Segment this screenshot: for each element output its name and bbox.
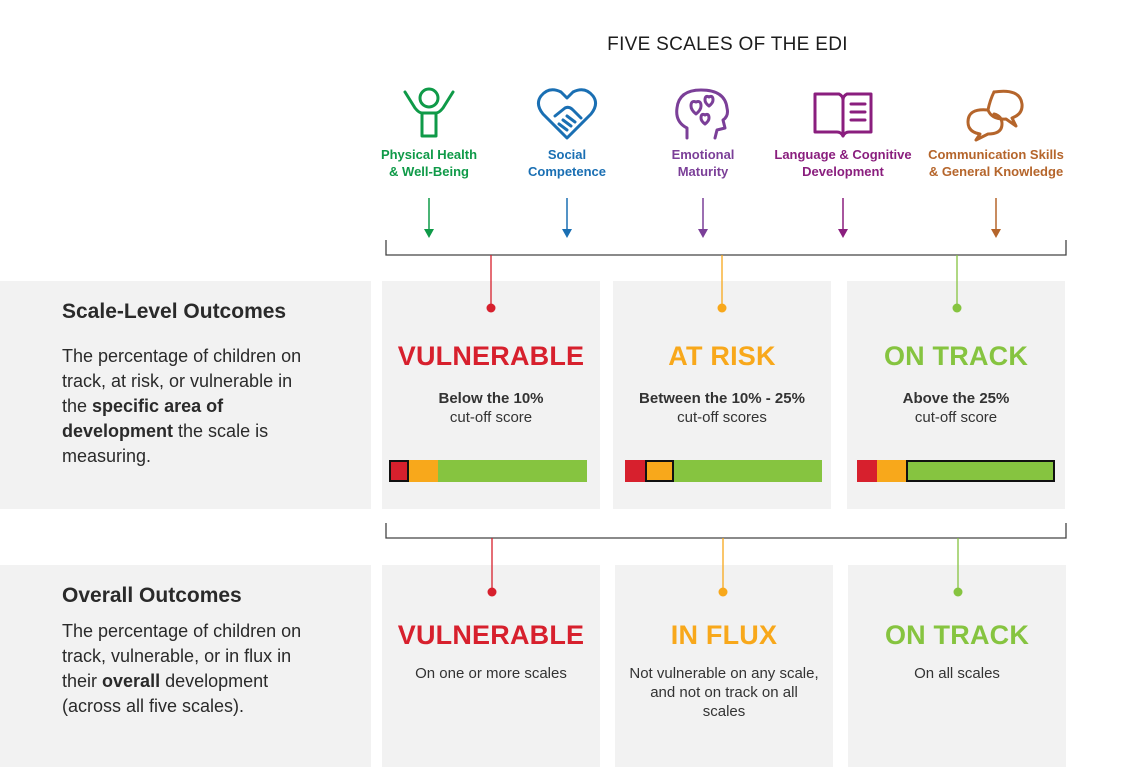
scale-name-line2: Competence (527, 164, 607, 179)
bracket-middle (385, 523, 1067, 539)
arrow-down-icon (698, 198, 708, 238)
card-subtitle-bold: Above the 25% (902, 390, 1010, 407)
card-subtitle: On one or more scales (415, 665, 567, 682)
scale-level-label-panel (0, 281, 371, 509)
bar-segment-orange (644, 460, 675, 482)
open-book-icon (813, 92, 873, 138)
bar-segment-red (857, 460, 877, 482)
card-title: AT RISK (668, 341, 776, 371)
desc-text: The percentage of children on track, at … (62, 346, 302, 416)
card-subtitle: Between the 10% - 25% cut-off scores (613, 389, 831, 427)
bar-segment-red (625, 460, 645, 482)
scale-name-line1: Social (547, 147, 587, 162)
bar-segment-orange (876, 460, 907, 482)
card-subtitle-text: cut-off score (449, 409, 533, 426)
scale-name-line1: Language & Cognitive (774, 147, 912, 162)
desc-text: development (across all five scales). (62, 671, 269, 716)
connector-dot (486, 303, 496, 313)
scale-language-cognitive: Language & Cognitive Development (753, 86, 933, 240)
card-in-flux (615, 565, 833, 767)
scale-name-line1: Communication Skills (928, 147, 1064, 162)
card-vulnerable-overall (382, 565, 600, 767)
card-subtitle: Below the 10% cut-off score (382, 389, 600, 427)
bar-segment-green (438, 460, 587, 482)
card-subtitle-bold: Between the 10% - 25% (639, 390, 805, 407)
desc-text: the scale is measuring. (62, 421, 269, 466)
card-title: VULNERABLE (397, 620, 585, 650)
overall-label-panel (0, 565, 371, 767)
cutoff-bar (857, 460, 1055, 482)
desc-emphasis: specific area of development (62, 396, 224, 441)
desc-text: The percentage of children on track, vul… (62, 621, 302, 691)
scale-name-line2: Maturity (677, 164, 729, 179)
scale-level-description: The percentage of children on track, at … (62, 344, 322, 469)
arrow-down-icon (991, 198, 1001, 238)
arrow-down-icon (838, 198, 848, 238)
scale-social-competence: Social Competence (477, 86, 657, 240)
card-subtitle: Not vulnerable on any scale, and not on … (629, 665, 819, 720)
scale-physical-health: Physical Health & Well-Being (339, 86, 519, 240)
bar-segment-orange (408, 460, 439, 482)
scale-name-line2: & Well-Being (389, 164, 469, 179)
scale-name-line1: Physical Health (380, 147, 478, 162)
connector-dot (718, 587, 728, 597)
scale-name-line1: Emotional (671, 147, 735, 162)
scale-name-line2: Development (802, 164, 884, 179)
scale-level-title: Scale-Level Outcomes (62, 300, 287, 323)
connector-dot (952, 303, 962, 313)
card-title: VULNERABLE (397, 341, 585, 371)
overall-title: Overall Outcomes (62, 584, 242, 607)
card-subtitle-bold: Below the 10% (438, 390, 544, 407)
head-hearts-icon (675, 88, 729, 140)
arrow-down-icon (424, 198, 434, 238)
card-title: IN FLUX (670, 620, 778, 650)
cutoff-bar (625, 460, 822, 482)
overall-description: The percentage of children on track, vul… (62, 619, 317, 719)
scale-name-line2: & General Knowledge (928, 164, 1064, 179)
connector-dot (487, 587, 497, 597)
card-subtitle-text: cut-off scores (677, 409, 767, 426)
bar-segment-green (906, 460, 1055, 482)
speech-bubbles-icon (966, 89, 1024, 142)
card-subtitle: On all scales (914, 665, 1000, 682)
heart-handshake-icon (536, 88, 598, 140)
card-subtitle: Above the 25% cut-off score (847, 389, 1065, 427)
card-title: ON TRACK (884, 620, 1030, 650)
bar-segment-green (674, 460, 822, 482)
connector-dot (953, 587, 963, 597)
card-title: ON TRACK (883, 341, 1029, 371)
desc-emphasis: overall (102, 671, 161, 691)
card-on-track-overall (848, 565, 1066, 767)
card-subtitle-text: cut-off score (914, 409, 998, 426)
scale-communication: Communication Skills & General Knowledge (906, 86, 1086, 240)
arrow-down-icon (562, 198, 572, 238)
connector-dot (717, 303, 727, 313)
cutoff-bar (389, 460, 587, 482)
scale-emotional-maturity: Emotional Maturity (613, 86, 793, 240)
bracket-top (385, 240, 1067, 256)
person-cheering-icon (403, 87, 455, 138)
diagram-title: FIVE SCALES OF THE EDI (607, 34, 848, 55)
bar-segment-red (389, 460, 409, 482)
